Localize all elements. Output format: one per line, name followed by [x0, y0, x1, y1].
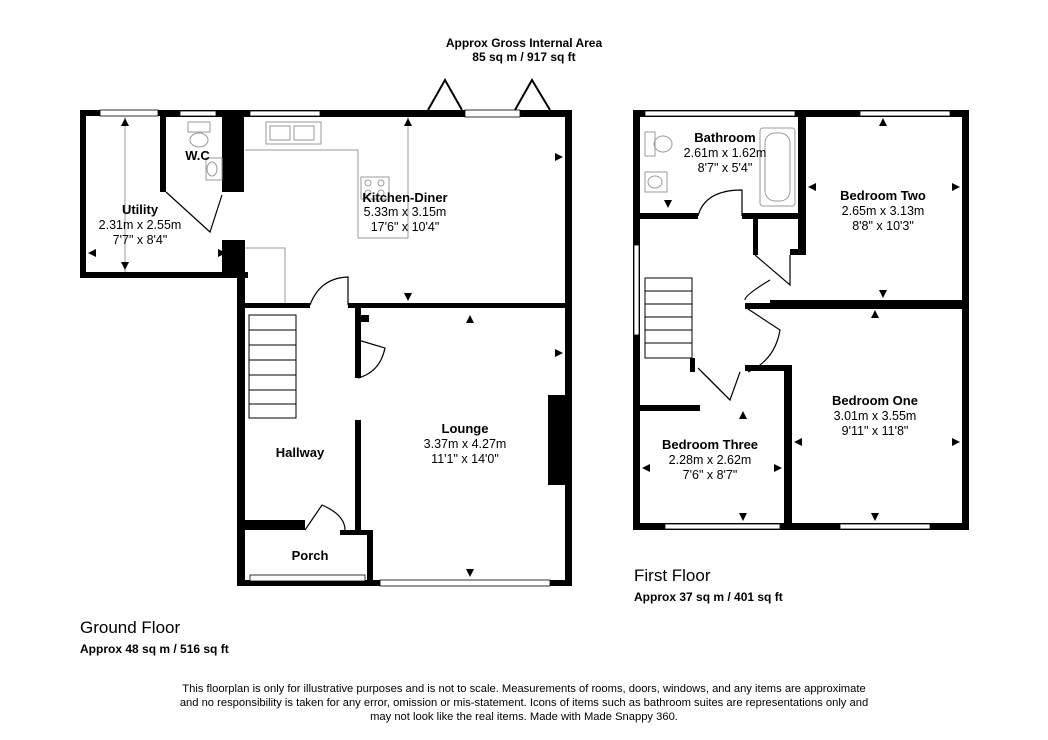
first-stairs — [644, 277, 693, 359]
ground-stairs — [248, 314, 297, 419]
first-windows — [633, 110, 951, 530]
gross-area-title: Approx Gross Internal Area — [445, 36, 603, 50]
first-floor-area: Approx 37 sq m / 401 sq ft — [634, 590, 783, 604]
patio-doors — [427, 77, 551, 111]
first-floor-plan — [633, 110, 969, 530]
room-dim-utility-ft: 7'7" x 8'4" — [112, 233, 168, 247]
room-name-bedroom-two: Bedroom Two — [840, 188, 926, 203]
room-name-porch: Porch — [291, 548, 329, 563]
wc-fixtures — [187, 121, 223, 181]
room-dim-bedroom-two-m: 2.65m x 3.13m — [841, 204, 925, 218]
room-name-wc: W.C — [185, 148, 210, 163]
room-name-kitchen: Kitchen-Diner — [362, 190, 448, 205]
room-dim-bedroom-two-ft: 8'8" x 10'3" — [852, 219, 914, 233]
room-dim-bathroom-ft: 8'7" x 5'4" — [697, 161, 753, 175]
room-dim-bathroom-m: 2.61m x 1.62m — [683, 146, 767, 160]
room-dim-lounge-ft: 11'1" x 14'0" — [431, 452, 499, 466]
room-dim-kitchen-m: 5.33m x 3.15m — [363, 205, 447, 219]
room-dim-bedroom-three-ft: 7'6" x 8'7" — [682, 468, 738, 482]
room-name-lounge: Lounge — [441, 421, 489, 436]
first-doors — [697, 189, 791, 402]
gross-area-value: 85 sq m / 917 sq ft — [472, 50, 576, 64]
room-name-bathroom: Bathroom — [694, 130, 756, 145]
room-name-bedroom-three: Bedroom Three — [661, 437, 759, 452]
ground-floor-area: Approx 48 sq m / 516 sq ft — [80, 642, 229, 656]
ground-floor-title: Ground Floor — [80, 618, 181, 637]
first-floor-title: First Floor — [634, 566, 711, 585]
room-name-utility: Utility — [121, 202, 159, 217]
room-dim-lounge-m: 3.37m x 4.27m — [423, 437, 507, 451]
kitchen-fixtures — [124, 116, 409, 303]
room-dim-bedroom-three-m: 2.28m x 2.62m — [668, 453, 752, 467]
ground-floor-plan — [80, 77, 572, 587]
room-dim-kitchen-ft: 17'6" x 10'4" — [370, 220, 440, 234]
room-dim-bedroom-one-ft: 9'11" x 11'8" — [841, 424, 909, 438]
bathroom-fixtures — [644, 127, 796, 207]
room-name-hallway: Hallway — [275, 445, 325, 460]
room-name-bedroom-one: Bedroom One — [832, 393, 918, 408]
disclaimer-line-3: may not look like the real items. Made w… — [370, 711, 678, 723]
first-dimension-arrows — [642, 118, 960, 521]
ground-dimension-arrows — [88, 118, 563, 577]
room-dim-utility-m: 2.31m x 2.55m — [98, 218, 182, 232]
ground-windows — [99, 109, 551, 587]
room-dim-bedroom-one-m: 3.01m x 3.55m — [833, 409, 917, 423]
ground-doors — [165, 191, 386, 531]
disclaimer-line-2: and no responsibility is taken for any e… — [179, 697, 869, 709]
disclaimer-line-1: This floorplan is only for illustrative … — [182, 683, 866, 695]
